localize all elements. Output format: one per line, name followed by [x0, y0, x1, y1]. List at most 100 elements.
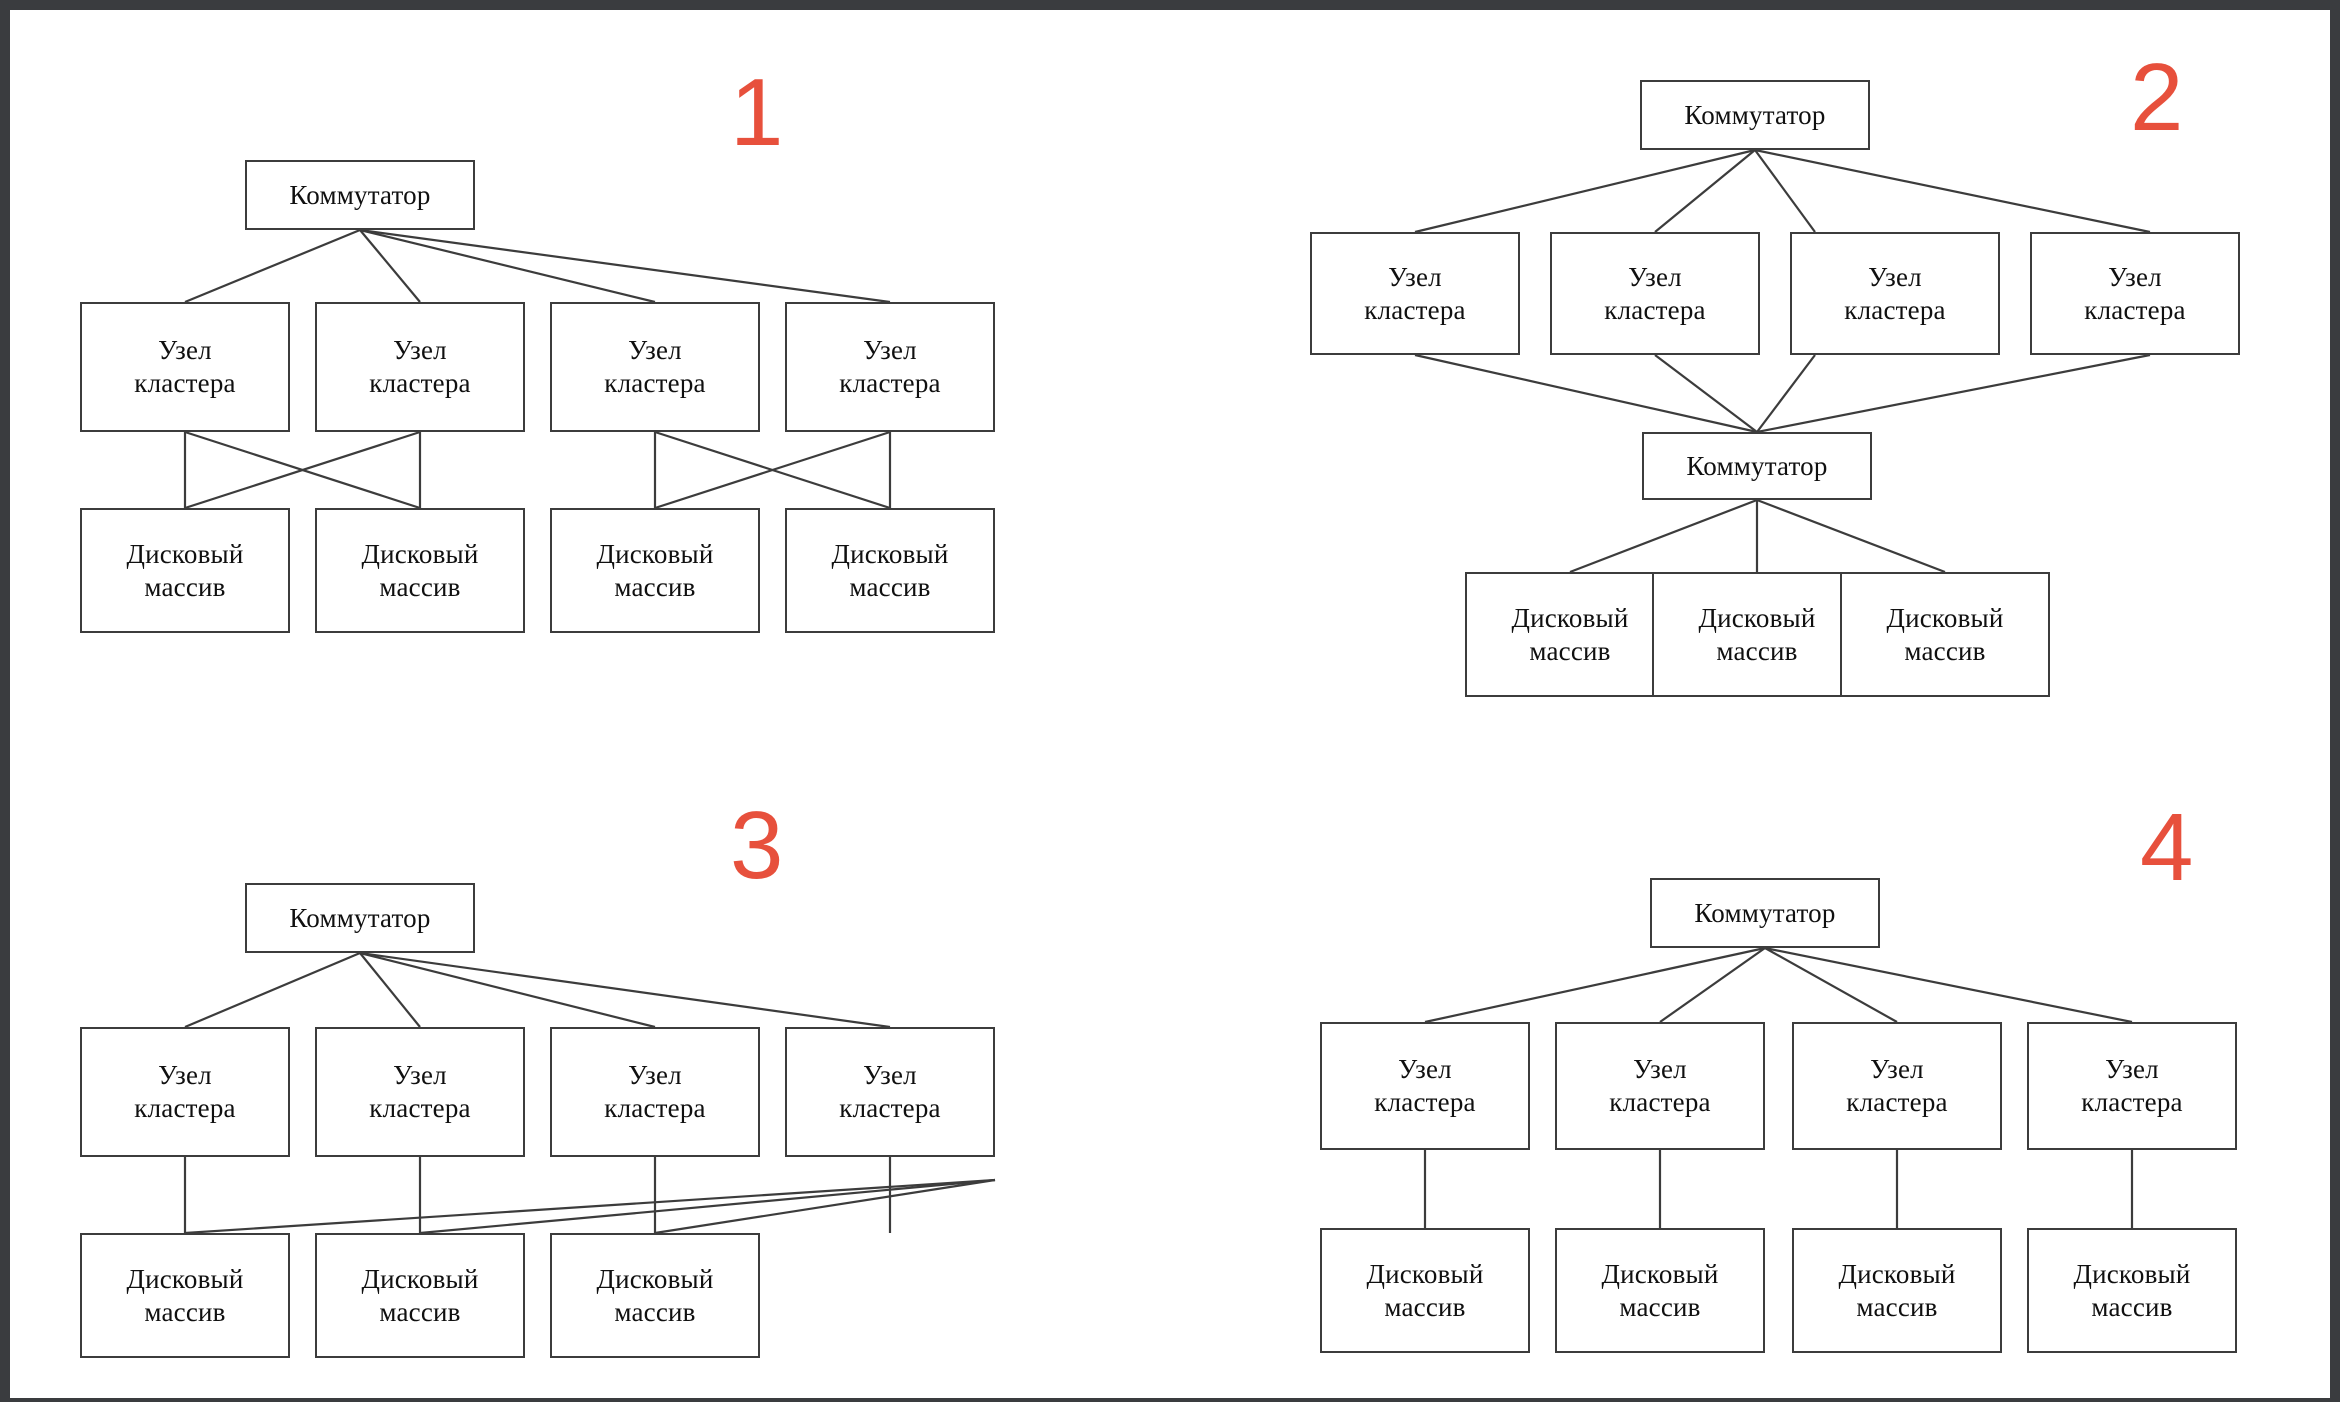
panel-2-cluster-node-4[interactable]: Узел кластера: [2030, 232, 2240, 355]
panel-1-switch[interactable]: Коммутатор: [245, 160, 475, 230]
cluster-node-label-line2: кластера: [1846, 1087, 1948, 1117]
panel-3-cluster-node-1[interactable]: Узел кластера: [80, 1027, 290, 1157]
disk-array-label-line1: Дисковый: [1601, 1258, 1719, 1289]
disk-array-label-line1: Дисковый: [361, 1263, 479, 1294]
panel-2-cluster-node-1[interactable]: Узел кластера: [1310, 232, 1520, 355]
disk-array-label-line1: Дисковый: [1886, 602, 2004, 633]
panel-2-switch-bottom[interactable]: Коммутатор: [1642, 432, 1872, 500]
panel-4-cluster-node-3[interactable]: Узел кластера: [1792, 1022, 2002, 1150]
disk-array-label-line2: массив: [849, 571, 931, 602]
disk-array-label-line2: массив: [144, 571, 226, 602]
edge-sw1-n1: [1414, 148, 1756, 234]
disk-array-label-line1: Дисковый: [831, 538, 949, 569]
panel-4-cluster-node-4[interactable]: Узел кластера: [2027, 1022, 2237, 1150]
panel-3-cluster-node-4[interactable]: Узел кластера: [785, 1027, 995, 1157]
panel-1-disk-array-3[interactable]: Дисковый массив: [550, 508, 760, 633]
cluster-node-label-line1: Узел: [1628, 261, 1682, 292]
edge-sw1-n2: [359, 952, 421, 1028]
switch-label: Коммутатор: [289, 902, 431, 933]
edge-sw1-n3: [1754, 149, 1816, 233]
switch-label: Коммутатор: [289, 179, 431, 210]
edge-sw1-n4: [359, 228, 891, 304]
disk-array-label-line2: массив: [1529, 635, 1611, 666]
panel-1-number: 1: [730, 59, 784, 166]
disk-array-label-line2: массив: [1904, 635, 1986, 666]
panel-1-disk-array-1[interactable]: Дисковый массив: [80, 508, 290, 633]
edge-sw2-d3: [1756, 498, 1946, 574]
panel-1-disk-array-4[interactable]: Дисковый массив: [785, 508, 995, 633]
panel-4-cluster-node-2[interactable]: Узел кластера: [1555, 1022, 1765, 1150]
disk-array-label-line2: массив: [614, 571, 696, 602]
panel-3-cluster-node-3[interactable]: Узел кластера: [550, 1027, 760, 1157]
edge-n1-d2: [184, 430, 421, 510]
cluster-node-label-line1: Узел: [2108, 261, 2162, 292]
edge-sw1-n4: [1754, 148, 2151, 234]
panel-3-disk-array-2[interactable]: Дисковый массив: [315, 1233, 525, 1358]
cluster-node-label-line1: Узел: [158, 1060, 212, 1091]
cluster-node-label-line2: кластера: [1374, 1087, 1476, 1117]
cluster-node-label-line1: Узел: [393, 335, 447, 366]
cluster-node-label-line1: Узел: [393, 1060, 447, 1091]
edge-n4-sw2: [1756, 353, 2151, 434]
cluster-node-label-line1: Узел: [628, 1060, 682, 1091]
cluster-node-label-line1: Узел: [1868, 261, 1922, 292]
panel-1-cluster-node-4[interactable]: Узел кластера: [785, 302, 995, 432]
cluster-node-label-line1: Узел: [1398, 1054, 1452, 1085]
cluster-node-label-line1: Узел: [2105, 1054, 2159, 1085]
disk-array-label-line1: Дисковый: [126, 538, 244, 569]
edge-n4-d3: [654, 430, 891, 510]
panel-1-disk-array-2[interactable]: Дисковый массив: [315, 508, 525, 633]
edge-sw1-n4: [1764, 946, 2133, 1024]
disk-array-label-line1: Дисковый: [1838, 1258, 1956, 1289]
disk-array-label-line1: Дисковый: [361, 538, 479, 569]
panel-4-cluster-node-1[interactable]: Узел кластера: [1320, 1022, 1530, 1150]
panel-4-switch[interactable]: Коммутатор: [1650, 878, 1880, 948]
panel-3-switch[interactable]: Коммутатор: [245, 883, 475, 953]
disk-array-label-line1: Дисковый: [2073, 1258, 2191, 1289]
panel-2-disk-array-3[interactable]: Дисковый массив: [1840, 572, 2050, 697]
panel-3-cluster-node-2[interactable]: Узел кластера: [315, 1027, 525, 1157]
panel-3-disk-array-3[interactable]: Дисковый массив: [550, 1233, 760, 1358]
disk-array-label-line2: массив: [1716, 635, 1798, 666]
panel-1-cluster-node-2[interactable]: Узел кластера: [315, 302, 525, 432]
edge-n4-d2: [419, 1178, 996, 1235]
disk-array-label-line2: массив: [614, 1296, 696, 1327]
panel-4-disk-array-4[interactable]: Дисковый массив: [2027, 1228, 2237, 1353]
cluster-node-label-line2: кластера: [134, 368, 236, 398]
panel-2-cluster-node-3[interactable]: Узел кластера: [1790, 232, 2000, 355]
panel-2-cluster-node-2[interactable]: Узел кластера: [1550, 232, 1760, 355]
panel-3: 3 Коммутатор Узел: [30, 790, 1030, 1390]
disk-array-label-line1: Дисковый: [1366, 1258, 1484, 1289]
cluster-node-label-line1: Узел: [1870, 1054, 1924, 1085]
edge-n3-sw2: [1756, 354, 1816, 433]
panel-4: 4 Коммутатор Узел кластера Узел: [1260, 790, 2320, 1390]
panel-4-disk-array-2[interactable]: Дисковый массив: [1555, 1228, 1765, 1353]
switch-label: Коммутатор: [1684, 99, 1826, 130]
cluster-node-label-line1: Узел: [158, 335, 212, 366]
panel-4-disk-array-3[interactable]: Дисковый массив: [1792, 1228, 2002, 1353]
panel-3-disk-array-1[interactable]: Дисковый массив: [80, 1233, 290, 1358]
disk-array-label-line2: массив: [1619, 1291, 1701, 1322]
cluster-node-label-line1: Узел: [1388, 261, 1442, 292]
edge-sw1-n2: [1654, 149, 1756, 233]
panel-1-cluster-node-1[interactable]: Узел кластера: [80, 302, 290, 432]
disk-array-label-line2: массив: [1384, 1291, 1466, 1322]
cluster-node-label-line2: кластера: [839, 1093, 941, 1123]
edge-sw1-n1: [184, 951, 361, 1029]
panel-4-disk-array-1[interactable]: Дисковый массив: [1320, 1228, 1530, 1353]
panel-4-number: 4: [2140, 794, 2194, 901]
panel-2: 2 Коммутатор Узел: [1260, 20, 2320, 740]
cluster-node-label-line2: кластера: [369, 1093, 471, 1123]
edge-n2-sw2: [1654, 354, 1758, 433]
panel-1: 1 Коммутатор: [30, 30, 1030, 650]
panel-2-disk-array-2[interactable]: Дисковый массив: [1652, 572, 1862, 697]
edge-sw1-n1: [1424, 946, 1766, 1024]
panel-1-cluster-node-3[interactable]: Узел кластера: [550, 302, 760, 432]
edge-sw2-d1: [1569, 498, 1758, 574]
panel-2-disk-array-1[interactable]: Дисковый массив: [1465, 572, 1675, 697]
panel-2-switch-top[interactable]: Коммутатор: [1640, 80, 1870, 150]
disk-array-label-line2: массив: [2091, 1291, 2173, 1322]
cluster-node-label-line2: кластера: [839, 368, 941, 398]
cluster-node-label-line2: кластера: [134, 1093, 236, 1123]
edge-n4-d1: [184, 1178, 996, 1235]
